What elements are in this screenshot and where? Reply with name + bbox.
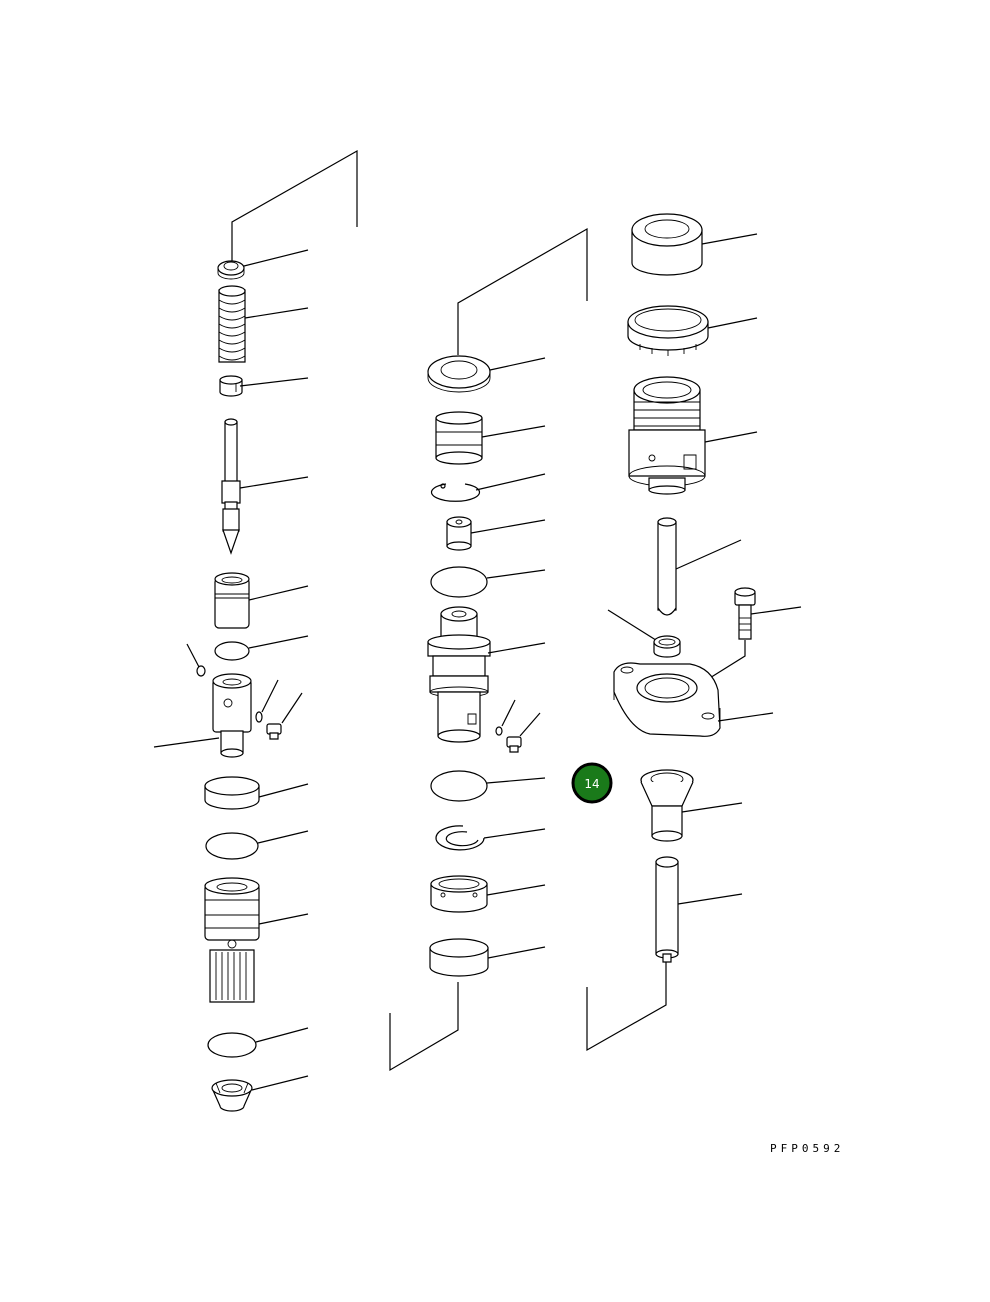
coil-spring-icon	[219, 286, 245, 362]
ball-icon	[187, 644, 205, 676]
nozzle-nut-icon	[205, 878, 259, 1002]
o-ring-icon	[215, 642, 249, 660]
flange-icon	[614, 663, 720, 736]
snap-ring-icon	[436, 826, 484, 850]
valve-body-icon	[215, 573, 249, 628]
dust-seal-icon	[632, 214, 702, 275]
group-bracket-middle-top	[458, 229, 587, 355]
ring-icon	[608, 610, 680, 657]
leader-line	[487, 570, 545, 578]
disc-icon	[431, 771, 487, 801]
dowel-pin-icon	[256, 680, 278, 722]
leader-line	[490, 358, 545, 370]
item-number-badge[interactable]: 14	[573, 764, 611, 802]
nozzle-holder-icon	[213, 674, 251, 757]
leader-line	[244, 250, 308, 266]
leader-line	[488, 643, 545, 653]
item-number-label: 14	[584, 777, 599, 791]
leader-line	[256, 1028, 308, 1042]
leader-line	[702, 234, 757, 244]
cap-nut-icon	[212, 1080, 252, 1111]
leader-line	[708, 318, 757, 328]
collar-icon	[205, 777, 259, 809]
socket-screw-icon	[507, 713, 540, 752]
sleeve-icon	[447, 517, 471, 550]
pin-icon	[656, 857, 678, 962]
needle-valve-icon	[222, 419, 240, 553]
lock-nut-icon	[628, 306, 708, 356]
spring-icon	[436, 412, 482, 464]
leader-line	[484, 829, 545, 838]
bolt-icon	[735, 588, 755, 639]
guide-pin-icon	[658, 518, 676, 615]
socket-screw-icon	[267, 693, 302, 739]
leader-line	[682, 803, 742, 812]
leader-line	[471, 520, 545, 533]
group-bracket-right-bottom	[587, 960, 666, 1050]
leader-line	[718, 713, 773, 721]
plunger-barrel-icon	[428, 607, 490, 742]
spring-retainer-icon	[220, 376, 242, 396]
gasket-icon	[206, 833, 258, 859]
leader-line	[705, 432, 757, 442]
drawing-reference-code: PFP0592	[770, 1142, 844, 1155]
leader-line	[751, 607, 801, 614]
group-bracket-middle-bottom	[390, 982, 458, 1070]
snap-ring-icon	[432, 484, 480, 501]
leader-line	[259, 784, 308, 797]
ring-icon	[431, 876, 487, 912]
leader-line	[258, 831, 308, 843]
leader-line	[482, 426, 545, 437]
leader-line	[476, 474, 545, 490]
leader-line	[488, 947, 545, 958]
leader-line	[487, 885, 545, 895]
group-bracket-left-top	[232, 151, 357, 262]
leader-line	[705, 640, 745, 681]
seat-ring-icon	[428, 356, 490, 392]
leader-line	[240, 378, 308, 386]
spring-seat-washer-icon	[218, 261, 244, 279]
leader-line	[676, 540, 741, 569]
collar-icon	[430, 939, 488, 976]
ball-icon	[496, 700, 515, 735]
leader-line	[240, 477, 308, 488]
disc-icon	[431, 567, 487, 597]
leader-line	[245, 308, 308, 318]
leader-line	[249, 636, 308, 648]
gasket-icon	[208, 1033, 256, 1057]
threaded-sleeve-icon	[629, 377, 705, 494]
leader-line	[252, 1076, 308, 1090]
leader-line	[678, 894, 742, 904]
leader-line	[259, 914, 308, 924]
leader-line	[487, 778, 545, 783]
leader-line	[249, 586, 308, 600]
bushing-icon	[641, 770, 693, 841]
leader-line	[154, 738, 219, 747]
